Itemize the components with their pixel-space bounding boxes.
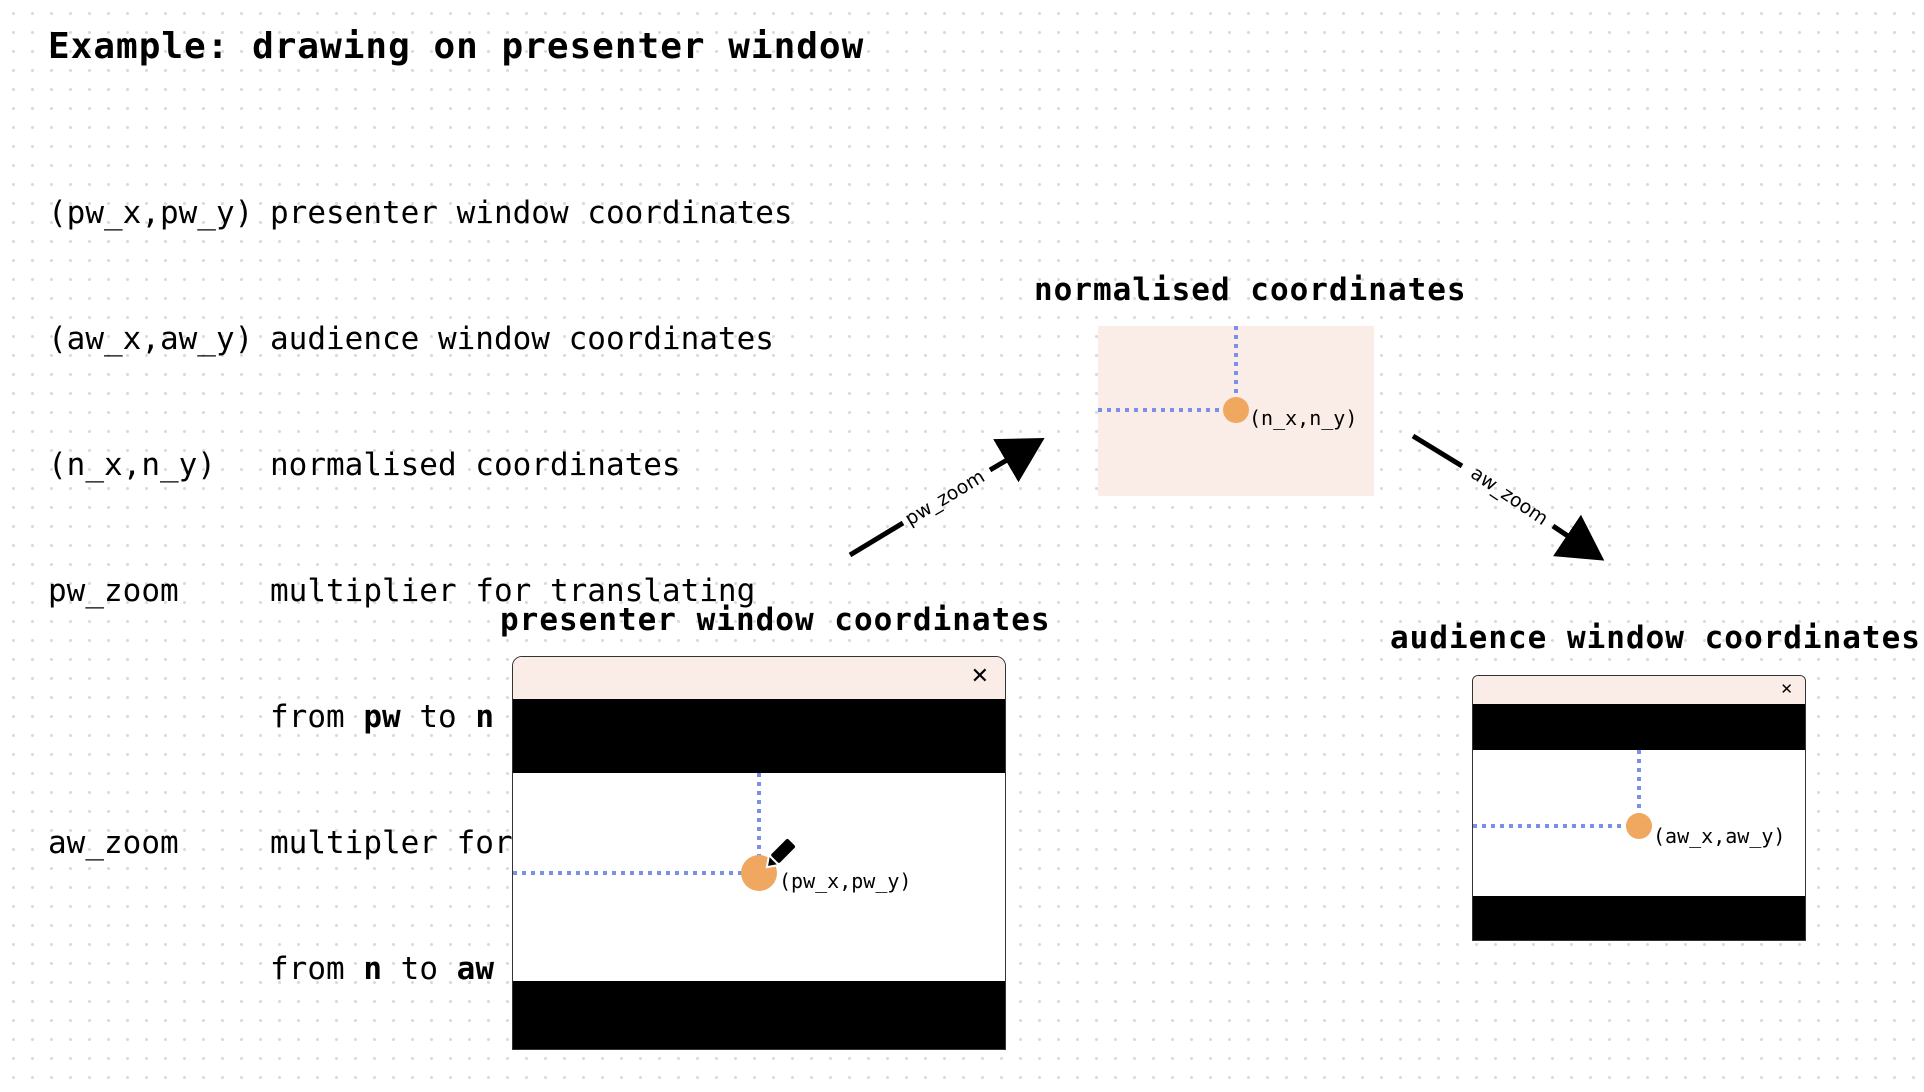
- presenter-top-bar: [513, 699, 1005, 773]
- legend-term: pw_zoom: [48, 573, 179, 609]
- legend-text: to: [400, 699, 476, 735]
- normalised-point: [1223, 397, 1249, 423]
- legend-term: (pw_x,pw_y): [48, 195, 254, 231]
- aw-zoom-arrow-tail: [1411, 433, 1464, 469]
- normalised-guides: [1098, 326, 1249, 423]
- legend-row: (aw_x,aw_y) audience window coordinates: [48, 318, 793, 360]
- presenter-close-icon[interactable]: ✕: [970, 664, 989, 689]
- legend-term: (n_x,n_y): [48, 447, 216, 483]
- aw-zoom-arrow-head: [1551, 514, 1605, 561]
- legend-bold-text: n: [475, 699, 494, 735]
- audience-bottom-bar: [1473, 896, 1805, 940]
- audience-point-label: (aw_x,aw_y): [1653, 824, 1786, 848]
- audience-window: ✕ (aw_x,aw_y): [1472, 675, 1806, 941]
- legend-term: aw_zoom: [48, 825, 179, 861]
- audience-titlebar: [1473, 676, 1805, 704]
- legend-row: (pw_x,pw_y) presenter window coordinates: [48, 192, 793, 234]
- presenter-bottom-bar: [513, 981, 1005, 1049]
- presenter-window: ✕ (pw_x,pw_y): [512, 656, 1006, 1050]
- legend-bold-text: n: [363, 951, 382, 987]
- legend-row: pw_zoom multiplier for translating: [48, 570, 793, 612]
- normalised-panel: (n_x,n_y): [1098, 326, 1374, 496]
- legend-row: (n_x,n_y) normalised coordinates: [48, 444, 793, 486]
- audience-close-icon[interactable]: ✕: [1780, 680, 1793, 698]
- legend-desc: multiplier for translating: [270, 573, 756, 609]
- pw-zoom-label: pw_zoom: [901, 466, 988, 531]
- legend-text: to: [382, 951, 457, 987]
- pw-zoom-arrow-tail: [848, 520, 905, 558]
- normalised-point-label: (n_x,n_y): [1249, 406, 1358, 430]
- presenter-heading: presenter window coordinates: [500, 602, 1051, 638]
- aw-zoom-label: aw_zoom: [1467, 462, 1553, 530]
- legend-desc: audience window coordinates: [270, 321, 774, 357]
- pen-icon: [765, 836, 798, 869]
- pw-zoom-arrow: pw_zoom: [848, 437, 1045, 558]
- legend-desc: normalised coordinates: [270, 447, 681, 483]
- pw-zoom-arrow-head: [988, 437, 1045, 483]
- presenter-titlebar: [513, 657, 1005, 699]
- diagram-title: Example: drawing on presenter window: [48, 26, 865, 67]
- audience-heading: audience window coordinates: [1390, 620, 1921, 656]
- normalised-heading: normalised coordinates: [1034, 272, 1467, 308]
- audience-top-bar: [1473, 704, 1805, 750]
- audience-guides: [1473, 750, 1652, 839]
- legend-bold-text: aw: [456, 951, 494, 987]
- legend-text: from: [270, 699, 364, 735]
- presenter-point-label: (pw_x,pw_y): [779, 869, 912, 893]
- audience-point: [1626, 813, 1652, 839]
- legend-term: (aw_x,aw_y): [48, 321, 254, 357]
- legend-bold-text: pw: [363, 699, 401, 735]
- aw-zoom-arrow: aw_zoom: [1411, 433, 1605, 561]
- presenter-guides: [513, 773, 798, 891]
- legend-desc: presenter window coordinates: [270, 195, 793, 231]
- legend-text: from: [270, 951, 364, 987]
